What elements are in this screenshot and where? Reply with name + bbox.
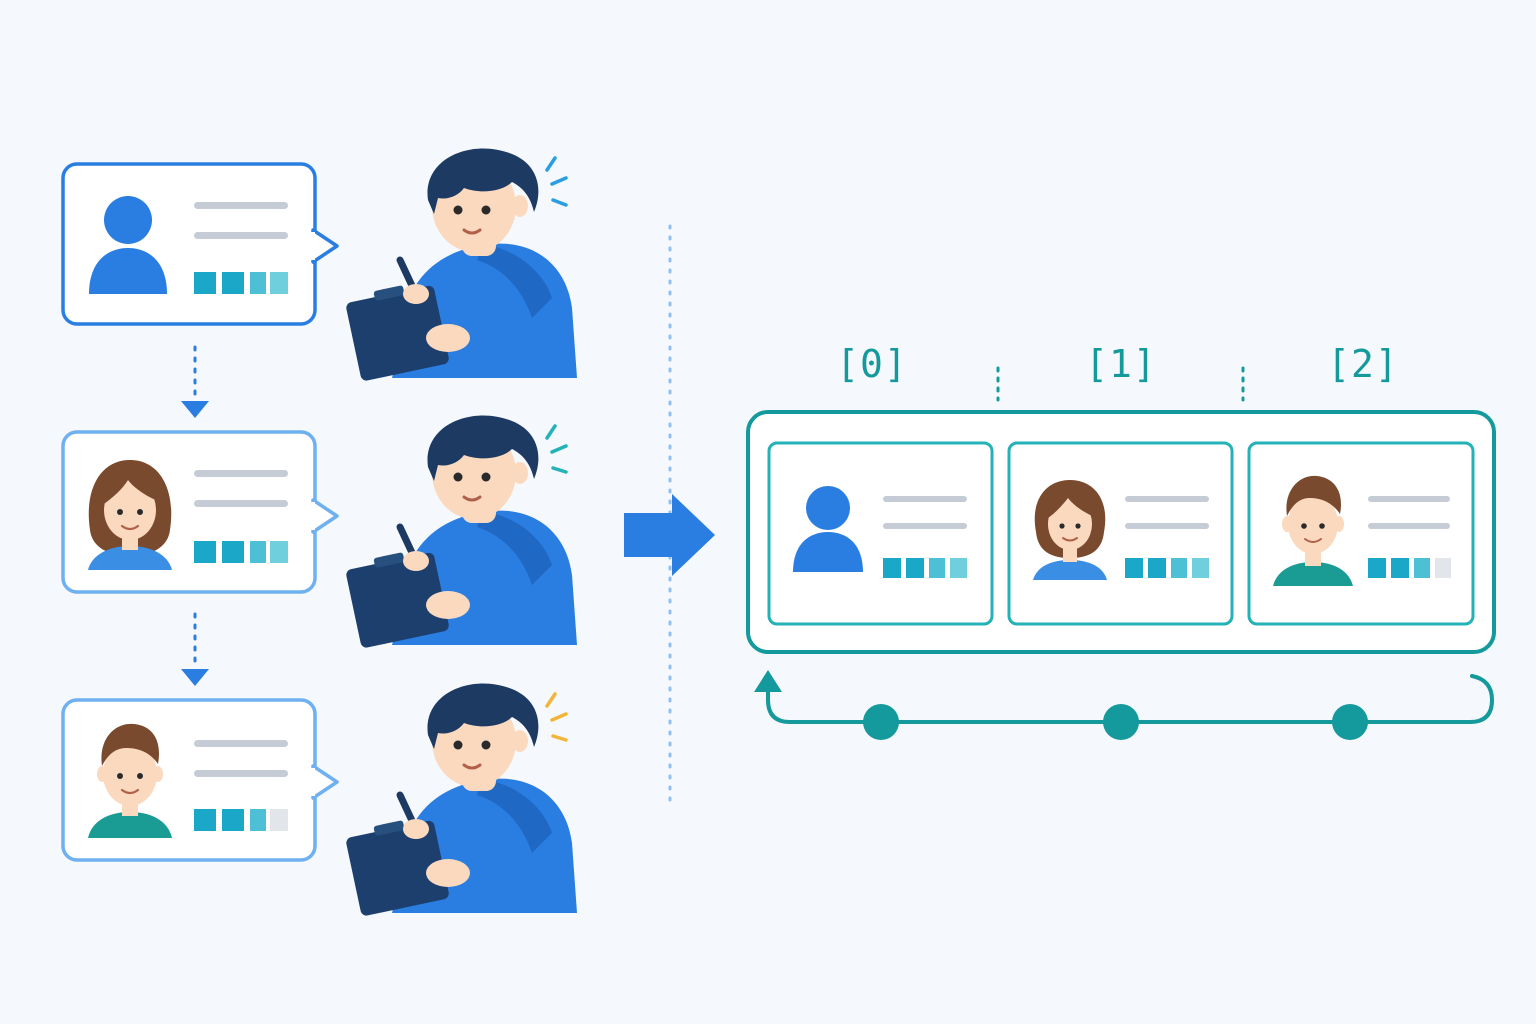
- sparkle-icon: [545, 424, 568, 474]
- iteration-node-2: [1332, 704, 1368, 740]
- array-slot-0: [767, 441, 994, 626]
- down-arrow-icon: [181, 612, 209, 686]
- writer-figure: [344, 149, 577, 382]
- array-index-label-2: [2]: [1327, 342, 1399, 386]
- progress-blocks: [194, 541, 288, 563]
- loop-arrow-icon: [754, 670, 1495, 740]
- iteration-node-0: [863, 704, 899, 740]
- progress-blocks: [194, 809, 288, 831]
- profile-card-1: [61, 162, 339, 326]
- man-avatar: [88, 723, 172, 838]
- iteration-node-1: [1103, 704, 1139, 740]
- array-slot-2: [1247, 441, 1475, 626]
- profile-card-2: [61, 430, 339, 594]
- woman-avatar: [1033, 480, 1107, 580]
- writer-figure: [344, 684, 577, 917]
- down-arrow-icon: [181, 345, 209, 418]
- writer-figure: [344, 416, 577, 649]
- array-slot-1: [1007, 441, 1234, 626]
- profile-card-3: [61, 698, 339, 862]
- man-avatar: [1273, 475, 1353, 586]
- generic-user-icon: [793, 486, 863, 572]
- sparkle-icon: [545, 156, 568, 207]
- right-arrow-icon: [624, 494, 715, 576]
- progress-blocks: [194, 272, 288, 294]
- woman-avatar: [88, 460, 172, 570]
- array-index-label-0: [0]: [836, 342, 908, 386]
- sparkle-icon: [545, 692, 568, 742]
- array-index-label-1: [1]: [1085, 342, 1157, 386]
- generic-user-icon: [89, 196, 167, 294]
